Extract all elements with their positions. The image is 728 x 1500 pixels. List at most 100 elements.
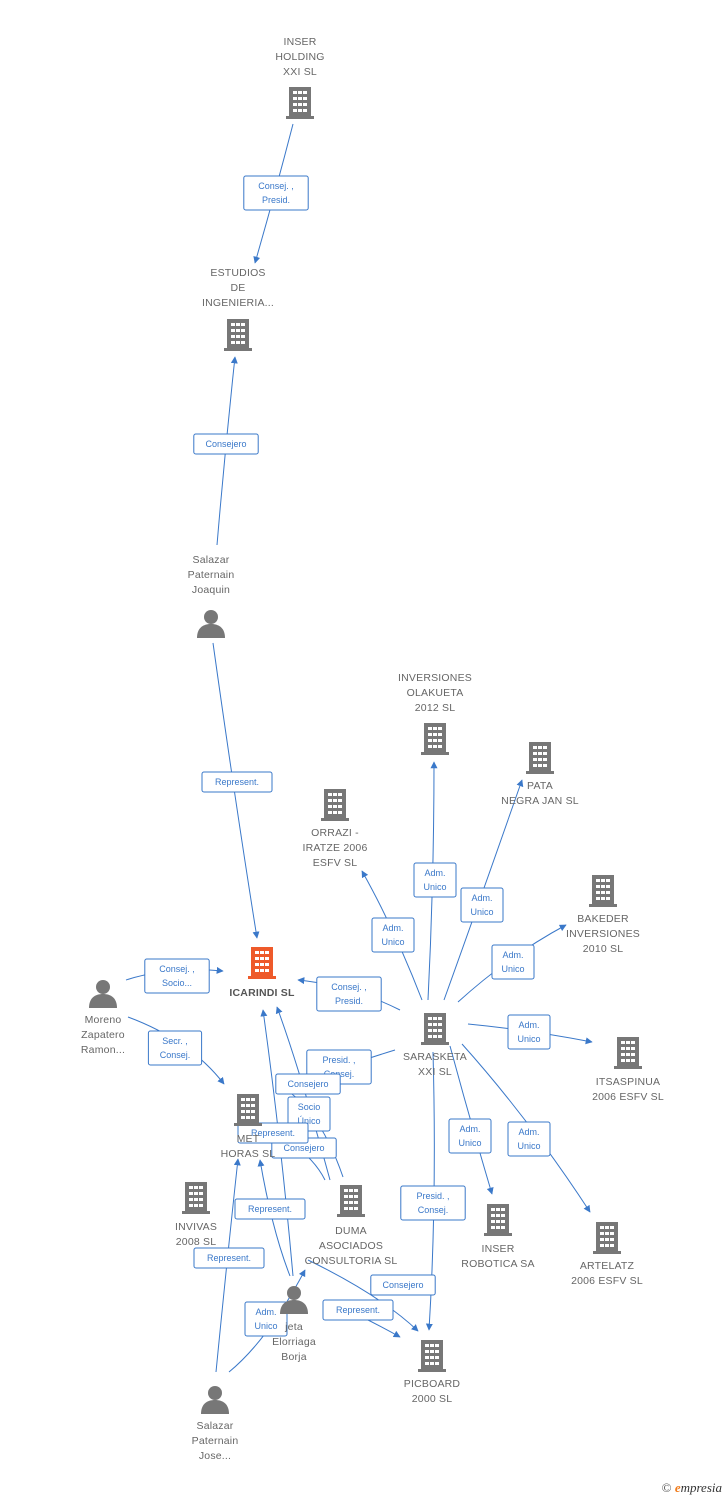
edge-label-text: Adm. <box>459 1124 480 1134</box>
node-label: OLAKUETA <box>407 687 464 699</box>
edge-label-frame <box>448 1118 492 1154</box>
node-label: INVIVAS <box>175 1221 217 1233</box>
edge-label-frame <box>244 1301 288 1337</box>
edge-label-box[interactable]: Consej. ,Socio... <box>144 958 210 994</box>
edge-label-box[interactable]: Represent. <box>234 1198 306 1220</box>
building-icon <box>182 1182 210 1214</box>
node-label: 2008 SL <box>176 1236 217 1248</box>
edge-label-box[interactable]: Consej. , Presid. <box>316 976 382 1012</box>
edge-label-frame <box>507 1121 551 1157</box>
node-label: Elorriaga <box>272 1336 316 1348</box>
edge-label-box[interactable]: Adm.Unico <box>448 1118 492 1154</box>
node-label: Paternain <box>192 1435 239 1447</box>
edge-label-box[interactable]: Adm.Unico <box>507 1014 551 1050</box>
brand-initial: e <box>674 1480 681 1495</box>
node-label: INVERSIONES <box>566 928 640 940</box>
node-invivas[interactable]: INVIVAS 2008 SL <box>175 1182 217 1248</box>
node-label: INVERSIONES <box>398 672 472 684</box>
edge-label-box[interactable]: Adm.Unico <box>491 944 535 980</box>
edge-label-frame <box>201 771 273 793</box>
edge-label-frame <box>234 1198 306 1220</box>
edge-label-frame <box>507 1014 551 1050</box>
edge-label-text: Adm. <box>502 950 523 960</box>
edge-label-box[interactable]: Consejero <box>370 1274 436 1296</box>
edge-label-text: Adm. <box>255 1307 276 1317</box>
edge-label-text: Consejero <box>287 1079 328 1089</box>
node-label: SARASKETA <box>403 1051 467 1063</box>
node-label: PICBOARD <box>404 1378 461 1390</box>
node-label: Joaquin <box>192 584 230 596</box>
edge-label-box[interactable]: Adm.Unico <box>413 862 457 898</box>
node-estudios[interactable]: ESTUDIOSDEINGENIERIA... <box>202 267 274 351</box>
node-label: Borja <box>281 1351 307 1363</box>
building-icon <box>337 1185 365 1217</box>
node-label: DUMA <box>335 1225 367 1237</box>
edge-label-frame <box>193 433 259 455</box>
edge-label-frame <box>371 917 415 953</box>
edge-label-text: Presid. <box>262 195 290 205</box>
node-label: MET <box>237 1133 260 1145</box>
edge-label-text: Consej. , <box>331 982 367 992</box>
node-label: HORAS SL <box>221 1148 276 1160</box>
edge-label-text: Represent. <box>251 1128 295 1138</box>
edge-label-text: Unico <box>517 1141 540 1151</box>
edge-label-text: Adm. <box>382 923 403 933</box>
edge-label-text: Único <box>297 1116 320 1126</box>
node-metal_horas[interactable]: MET HORAS SL <box>221 1094 276 1160</box>
edge-label-frame <box>491 944 535 980</box>
building-icon <box>421 1013 449 1045</box>
edge-label-box[interactable]: Consejero <box>275 1073 341 1095</box>
edge-label-box[interactable]: Represent. <box>193 1247 265 1269</box>
edge-label-box[interactable]: Represent. <box>322 1299 394 1321</box>
edge-label-frame <box>413 862 457 898</box>
node-label: jeta <box>284 1321 303 1333</box>
edge-label-box[interactable]: Consej. ,Presid. <box>243 175 309 211</box>
node-label: Salazar <box>196 1420 233 1432</box>
edge-label-text: Represent. <box>336 1305 380 1315</box>
node-label: Jose... <box>199 1450 231 1462</box>
edge-label-box[interactable]: Adm.Unico <box>507 1121 551 1157</box>
building-icon <box>593 1222 621 1254</box>
node-label: CONSULTORIA SL <box>305 1255 398 1267</box>
node-inser_robotica[interactable]: INSER ROBOTICA SA <box>461 1204 534 1270</box>
edge-label-box[interactable]: Consejero <box>193 433 259 455</box>
building-icon <box>418 1340 446 1372</box>
edge-label-box[interactable]: Represent. <box>237 1122 309 1144</box>
edge-label-frame <box>147 1030 203 1066</box>
edge-label-box[interactable]: Adm.Unico <box>371 917 415 953</box>
edge-label-text: Secr. , <box>162 1036 188 1046</box>
edge-label-box[interactable]: Adm.Unico <box>244 1301 288 1337</box>
building-icon <box>286 87 314 119</box>
edge-salazar_joaquin-to-icarindi <box>212 642 260 939</box>
node-label: PATA <box>527 780 553 792</box>
edge-label-frame <box>322 1299 394 1321</box>
node-label: ROBOTICA SA <box>461 1258 534 1270</box>
node-salazar_jose[interactable]: SalazarPaternainJose... <box>192 1386 239 1462</box>
node-label: INSER <box>481 1243 514 1255</box>
node-label: 2006 ESFV SL <box>592 1091 664 1103</box>
edge-label-box[interactable]: Adm.Unico <box>460 887 504 923</box>
edge-label-box[interactable]: Represent. <box>201 771 273 793</box>
edge-label-text: Consej. <box>418 1205 449 1215</box>
node-icarindi[interactable]: ICARINDI SL <box>229 947 295 999</box>
node-moreno[interactable]: MorenoZapateroRamon... <box>81 980 125 1056</box>
edge-label-text: Presid. <box>335 996 363 1006</box>
building-icon <box>526 742 554 774</box>
node-label: 2010 SL <box>583 943 624 955</box>
edge-label-box[interactable]: Secr. ,Consej. <box>147 1030 203 1066</box>
edge-label-text: Consejero <box>205 439 246 449</box>
edge-label-box[interactable]: Presid. ,Consej. <box>400 1185 466 1221</box>
